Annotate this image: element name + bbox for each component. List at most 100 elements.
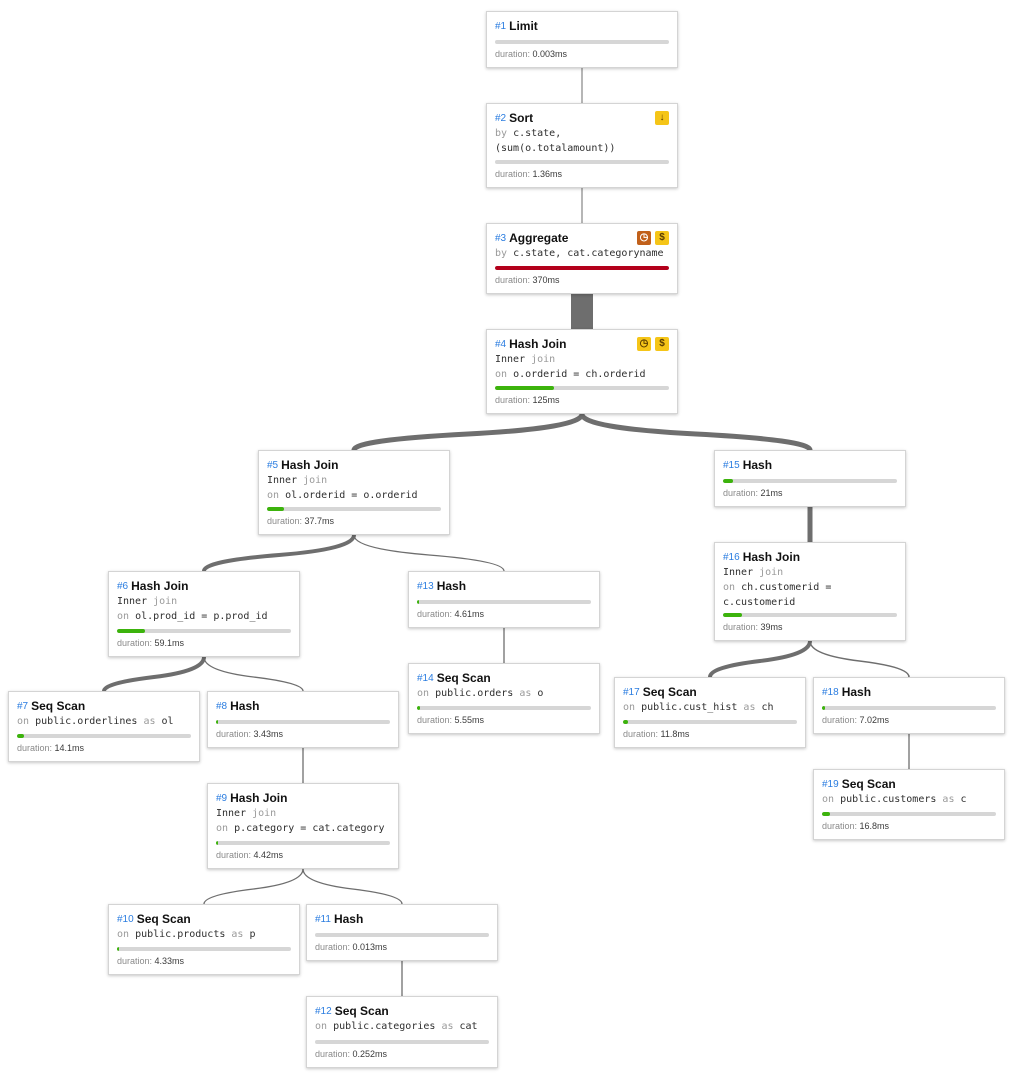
duration-bar <box>315 933 489 937</box>
node-duration: duration: 3.43ms <box>216 729 283 739</box>
detail-keyword: by <box>495 248 514 259</box>
clock-warning-icon[interactable]: ◷ <box>637 231 651 245</box>
node-type: Seq Scan <box>642 685 697 699</box>
plan-edge <box>579 413 813 452</box>
duration-bar <box>117 629 291 633</box>
node-duration: duration: 0.252ms <box>315 1049 387 1059</box>
node-type: Hash Join <box>230 791 288 805</box>
detail-keyword: on <box>723 582 742 593</box>
node-duration: duration: 370ms <box>495 275 560 285</box>
detail-keyword: join <box>252 808 277 819</box>
node-duration: duration: 39ms <box>723 622 783 632</box>
detail-text: (sum(o.totalamount)) <box>495 143 616 154</box>
detail-text: c.state, <box>513 128 562 139</box>
node-detail: on public.customers as c <box>822 792 996 807</box>
duration-label: duration: <box>822 821 860 831</box>
duration-bar <box>417 706 591 710</box>
duration-bar-fill <box>495 386 555 390</box>
node-duration: duration: 37.7ms <box>267 516 334 526</box>
detail-keyword: on <box>315 1021 334 1032</box>
node-number: #14 <box>417 672 434 684</box>
duration-label: duration: <box>117 638 155 648</box>
detail-keyword: as <box>143 716 162 727</box>
node-type: Aggregate <box>509 231 569 245</box>
node-type: Hash <box>230 699 260 713</box>
dollar-icon[interactable]: $ <box>655 231 669 245</box>
detail-text: c.state, cat.categoryname <box>513 248 664 259</box>
duration-bar-fill <box>17 734 24 738</box>
node-badges: ◷$ <box>637 337 669 351</box>
duration-label: duration: <box>267 516 305 526</box>
detail-text: public.categories <box>333 1021 442 1032</box>
node-type: Seq Scan <box>136 912 191 926</box>
detail-keyword: join <box>303 475 328 486</box>
duration-bar <box>495 40 669 44</box>
detail-text: p <box>249 929 256 940</box>
duration-value: 14.1ms <box>54 743 85 753</box>
node-duration: duration: 125ms <box>495 395 560 405</box>
clock-icon[interactable]: ◷ <box>637 337 651 351</box>
node-number: #8 <box>216 700 228 712</box>
detail-text: ol <box>161 716 174 727</box>
duration-value: 0.013ms <box>352 942 388 952</box>
detail-keyword: join <box>153 596 178 607</box>
node-number: #17 <box>623 686 640 698</box>
thumbs-down-icon[interactable]: ↓ <box>655 111 669 125</box>
duration-value: 7.02ms <box>859 715 890 725</box>
node-detail: by c.state, cat.categoryname <box>495 246 669 261</box>
node-number: #3 <box>495 232 507 244</box>
plan-edge <box>708 640 812 678</box>
detail-keyword: on <box>117 611 136 622</box>
duration-bar <box>822 812 996 816</box>
detail-text: o <box>537 688 544 699</box>
duration-label: duration: <box>17 743 55 753</box>
duration-bar <box>495 386 669 390</box>
duration-value: 4.42ms <box>253 850 284 860</box>
node-detail: on o.orderid = ch.orderid <box>495 367 669 382</box>
node-detail: Inner join <box>216 806 390 821</box>
duration-bar <box>822 706 996 710</box>
detail-keyword: on <box>495 369 514 380</box>
detail-text: o.orderid = ch.orderid <box>513 369 646 380</box>
node-duration: duration: 0.013ms <box>315 942 387 952</box>
node-duration: duration: 14.1ms <box>17 743 84 753</box>
detail-keyword: join <box>531 354 556 365</box>
node-number: #7 <box>17 700 29 712</box>
node-detail: on public.cust_hist as ch <box>623 700 797 715</box>
node-number: #18 <box>822 686 839 698</box>
duration-value: 4.61ms <box>454 609 485 619</box>
node-duration: duration: 1.36ms <box>495 169 562 179</box>
node-detail: c.customerid <box>723 595 897 610</box>
node-detail: Inner join <box>495 352 669 367</box>
node-type: Hash <box>841 685 872 699</box>
duration-bar-fill <box>822 812 830 816</box>
dollar-icon[interactable]: $ <box>655 337 669 351</box>
detail-text: p.category = cat.category <box>234 823 385 834</box>
node-detail: (sum(o.totalamount)) <box>495 141 669 156</box>
duration-bar-fill <box>117 629 145 633</box>
